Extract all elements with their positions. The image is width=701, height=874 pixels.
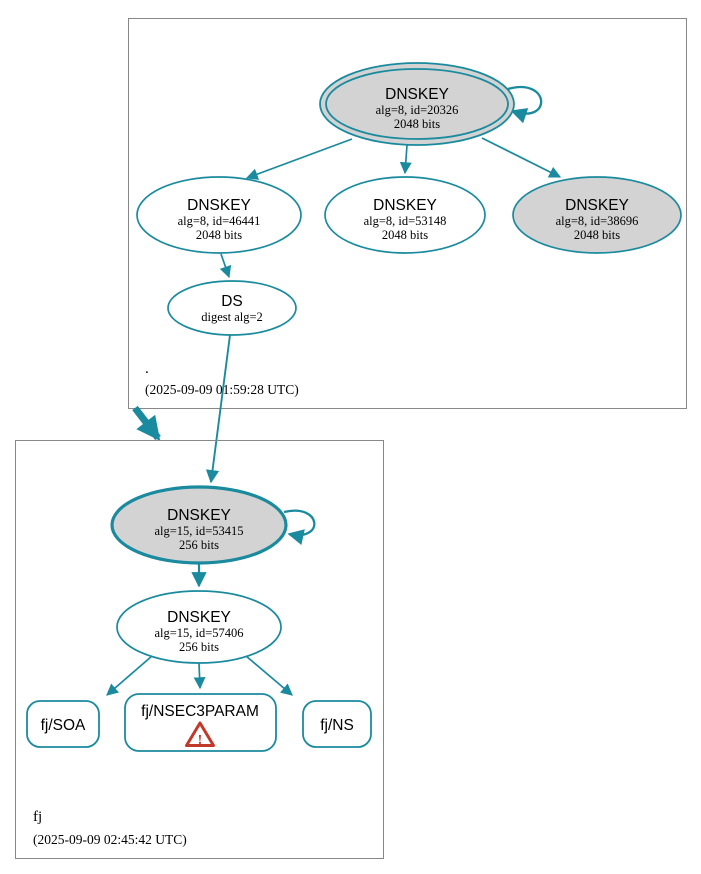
edge-delegation-root-to-fj (132, 405, 161, 441)
edge-ksk20326-selfloop (507, 86, 543, 124)
node-dnskey-fj-zsk-57406[interactable]: DNSKEY alg=15, id=57406 256 bits (116, 590, 282, 664)
warning-icon: ! (185, 721, 215, 748)
node-rrset-fj-soa[interactable]: fj/SOA (26, 700, 100, 748)
node-detail: alg=8, id=20326 (376, 103, 459, 117)
node-detail: 2048 bits (382, 228, 428, 242)
node-detail: alg=8, id=38696 (556, 214, 639, 228)
node-title: DNSKEY (187, 197, 251, 214)
zone-label-fj: fj (33, 809, 42, 825)
node-rrset-fj-nsec3param[interactable]: fj/NSEC3PARAM ! (124, 693, 277, 752)
node-dnskey-root-zsk-46441[interactable]: DNSKEY alg=8, id=46441 2048 bits (136, 176, 302, 254)
zone-label-root: . (145, 361, 149, 377)
node-dnskey-root-ksk-38696[interactable]: DNSKEY alg=8, id=38696 2048 bits (512, 176, 682, 254)
edge-ksk20326-to-zsk46441 (245, 138, 353, 180)
node-detail: alg=15, id=53415 (154, 524, 243, 538)
node-title: DS (221, 293, 243, 310)
edge-fj-zsk-to-soa (106, 655, 153, 696)
edge-ksk20326-to-ksk38696 (481, 137, 562, 178)
node-detail: 2048 bits (394, 117, 440, 131)
zone-box-root (128, 18, 687, 409)
zone-timestamp-root: (2025-09-09 01:59:28 UTC) (145, 382, 299, 397)
node-detail: 256 bits (179, 538, 219, 552)
rrset-label: fj/NSEC3PARAM (141, 703, 259, 720)
node-title: DNSKEY (385, 86, 449, 103)
node-detail: alg=8, id=46441 (178, 214, 261, 228)
node-dnskey-root-ksk-20326[interactable]: DNSKEY alg=8, id=20326 2048 bits (319, 62, 515, 146)
node-ds-root[interactable]: DS digest alg=2 (167, 280, 297, 336)
edge-ksk20326-to-zsk53148 (399, 144, 412, 175)
node-detail: alg=15, id=57406 (154, 626, 243, 640)
node-detail: 2048 bits (196, 228, 242, 242)
rrset-label: fj/NS (320, 717, 354, 734)
node-dnskey-root-zsk-53148[interactable]: DNSKEY alg=8, id=53148 2048 bits (324, 176, 486, 254)
node-title: DNSKEY (167, 507, 231, 524)
node-title: DNSKEY (167, 609, 231, 626)
node-detail: 256 bits (179, 640, 219, 654)
edge-fj-ksk-selfloop (283, 509, 316, 545)
node-detail: 2048 bits (574, 228, 620, 242)
edge-fj-zsk-to-ns (245, 655, 293, 696)
warning-glyph: ! (198, 733, 203, 748)
node-detail: digest alg=2 (201, 310, 263, 324)
zone-box-fj (15, 440, 384, 859)
edge-zsk46441-to-ds (219, 253, 232, 279)
node-detail: alg=8, id=53148 (364, 214, 447, 228)
edge-ds-to-fj-ksk (205, 334, 231, 484)
zone-timestamp-fj: (2025-09-09 02:45:42 UTC) (33, 832, 187, 847)
edge-fj-zsk-to-nsec3param (193, 662, 206, 690)
node-title: DNSKEY (373, 197, 437, 214)
node-rrset-fj-ns[interactable]: fj/NS (302, 700, 372, 748)
node-title: DNSKEY (565, 197, 629, 214)
rrset-label: fj/SOA (41, 717, 86, 734)
node-dnskey-fj-ksk-53415[interactable]: DNSKEY alg=15, id=53415 256 bits (110, 485, 288, 565)
